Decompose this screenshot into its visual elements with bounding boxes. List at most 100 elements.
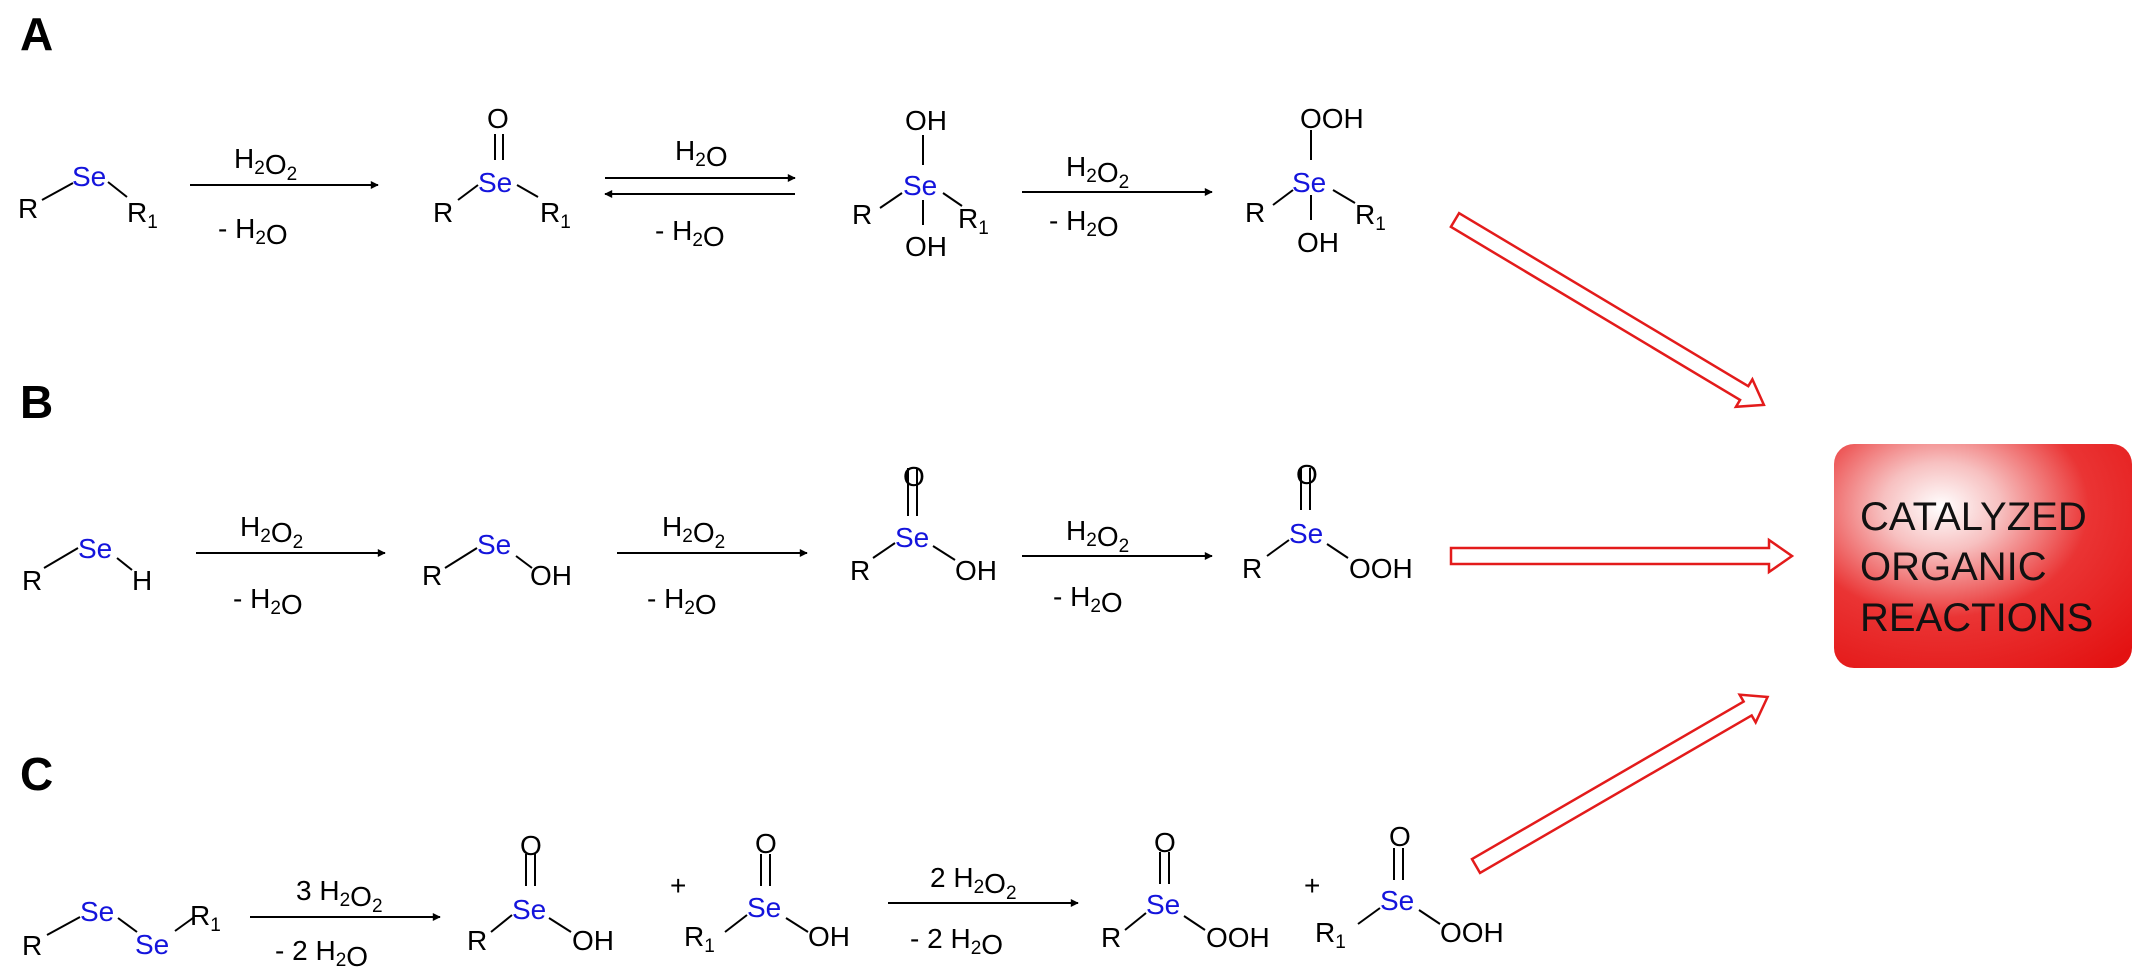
panel-label-a: A [20, 8, 53, 60]
svg-text:R: R [18, 193, 38, 224]
reagent-minus-h2o: - H2O [218, 213, 288, 250]
plus-sign: + [670, 870, 686, 901]
molecule-seleninic-acid: O Se R OH [850, 461, 997, 586]
panel-label-b: B [20, 376, 53, 428]
svg-text:OOH: OOH [1349, 553, 1413, 584]
svg-text:R: R [467, 925, 487, 956]
reaction-arrow-b1: H2O2 - H2O [196, 511, 386, 620]
reagent-minus-two-h2o: - 2 H2O [275, 935, 368, 972]
svg-text:Se: Se [1146, 889, 1180, 920]
reagent-h2o2: H2O2 [1066, 151, 1129, 193]
reagent-minus-h2o: - H2O [233, 583, 303, 620]
molecule-selenenic-acid: R Se OH [422, 529, 572, 591]
svg-text:R: R [22, 565, 42, 596]
svg-text:R: R [852, 199, 872, 230]
svg-text:R: R [1242, 553, 1262, 584]
svg-text:Se: Se [1292, 167, 1326, 198]
svg-text:R1: R1 [127, 197, 158, 233]
svg-text:R1: R1 [1355, 199, 1386, 235]
reagent-three-h2o2: 3 H2O2 [296, 875, 383, 917]
molecule-selenol: R Se H [22, 533, 152, 596]
svg-text:O: O [1389, 821, 1411, 852]
svg-text:O: O [755, 828, 777, 859]
svg-text:OH: OH [1297, 227, 1339, 258]
reagent-minus-h2o: - H2O [1049, 205, 1119, 242]
reagent-h2o: H2O [675, 135, 728, 172]
svg-text:Se: Se [478, 167, 512, 198]
box-line-3: REACTIONS [1860, 596, 2093, 640]
svg-text:OH: OH [905, 231, 947, 262]
reaction-arrow-b3: H2O2 - H2O [1022, 515, 1213, 618]
molecule-seleninic-acid-r1: O Se R1 OH [684, 828, 850, 957]
plus-sign: + [1304, 870, 1320, 901]
molecule-hydroperoxyselenane: OOH Se R R1 OH [1245, 103, 1386, 258]
outline-arrow-a [1449, 211, 1766, 409]
svg-text:Se: Se [903, 170, 937, 201]
molecule-peroxyseleninic-acid-r: O Se R OOH [1101, 827, 1270, 953]
reagent-h2o2: H2O2 [234, 143, 297, 185]
reagent-h2o2: H2O2 [240, 511, 303, 553]
reaction-arrow-a3: H2O2 - H2O [1022, 151, 1213, 242]
svg-text:OH: OH [905, 105, 947, 136]
svg-text:O: O [1154, 827, 1176, 858]
svg-text:Se: Se [135, 929, 169, 960]
svg-text:R: R [850, 555, 870, 586]
reaction-arrow-b2: H2O2 - H2O [617, 511, 808, 620]
reagent-minus-two-h2o: - 2 H2O [910, 923, 1003, 960]
reaction-arrow-c1: 3 H2O2 - 2 H2O [250, 875, 441, 972]
reagent-two-h2o2: 2 H2O2 [930, 862, 1017, 904]
svg-text:R1: R1 [958, 203, 989, 239]
panel-label-c: C [20, 748, 53, 800]
box-line-1: CATALYZED [1860, 495, 2087, 539]
svg-text:OH: OH [530, 560, 572, 591]
reagent-minus-h2o: - H2O [1053, 581, 1123, 618]
outline-arrow-c [1470, 693, 1770, 875]
box-line-2: ORGANIC [1860, 545, 2047, 589]
svg-text:R: R [433, 197, 453, 228]
molecule-peroxyseleninic-acid: O Se R OOH [1242, 459, 1413, 584]
reagent-minus-h2o: - H2O [647, 583, 717, 620]
molecule-selenoxide: O Se R R1 [433, 103, 571, 233]
reaction-arrow-c2: 2 H2O2 - 2 H2O [888, 862, 1079, 960]
svg-text:Se: Se [80, 896, 114, 927]
svg-text:O: O [1296, 459, 1318, 490]
svg-text:R: R [1101, 922, 1121, 953]
svg-text:H: H [132, 565, 152, 596]
reagent-minus-h2o: - H2O [655, 215, 725, 252]
svg-text:Se: Se [895, 522, 929, 553]
reaction-arrow-a1: H2O2 - H2O [190, 143, 379, 250]
svg-text:O: O [487, 103, 509, 134]
molecule-dihydroxyselenane: OH Se R R1 OH [852, 105, 989, 262]
svg-text:OOH: OOH [1440, 917, 1504, 948]
catalyzed-reactions-box: CATALYZED ORGANIC REACTIONS [1834, 444, 2132, 668]
reagent-h2o2: H2O2 [662, 511, 725, 553]
svg-text:R1: R1 [684, 921, 715, 957]
svg-text:Se: Se [747, 892, 781, 923]
svg-text:Se: Se [72, 161, 106, 192]
svg-text:Se: Se [477, 529, 511, 560]
svg-text:R: R [22, 930, 42, 961]
molecule-selenide: R Se R1 [18, 161, 158, 233]
svg-text:OH: OH [808, 921, 850, 952]
equilibrium-arrow-a2: H2O - H2O [604, 135, 796, 252]
svg-text:R1: R1 [1315, 917, 1346, 953]
svg-text:R1: R1 [190, 900, 221, 936]
svg-text:OOH: OOH [1300, 103, 1364, 134]
molecule-diselenide: R Se Se R1 [22, 896, 221, 961]
reagent-h2o2: H2O2 [1066, 515, 1129, 557]
outline-arrow-b [1449, 537, 1795, 575]
svg-text:O: O [520, 830, 542, 861]
svg-text:OOH: OOH [1206, 922, 1270, 953]
svg-text:R: R [1245, 197, 1265, 228]
svg-text:Se: Se [512, 894, 546, 925]
svg-text:O: O [903, 461, 925, 492]
svg-text:Se: Se [78, 533, 112, 564]
svg-text:Se: Se [1380, 885, 1414, 916]
svg-text:R: R [422, 560, 442, 591]
svg-text:R1: R1 [540, 197, 571, 233]
molecule-peroxyseleninic-acid-r1: O Se R1 OOH [1315, 821, 1504, 953]
svg-text:OH: OH [572, 925, 614, 956]
svg-text:Se: Se [1289, 518, 1323, 549]
molecule-seleninic-acid-r: O Se R OH [467, 830, 614, 956]
